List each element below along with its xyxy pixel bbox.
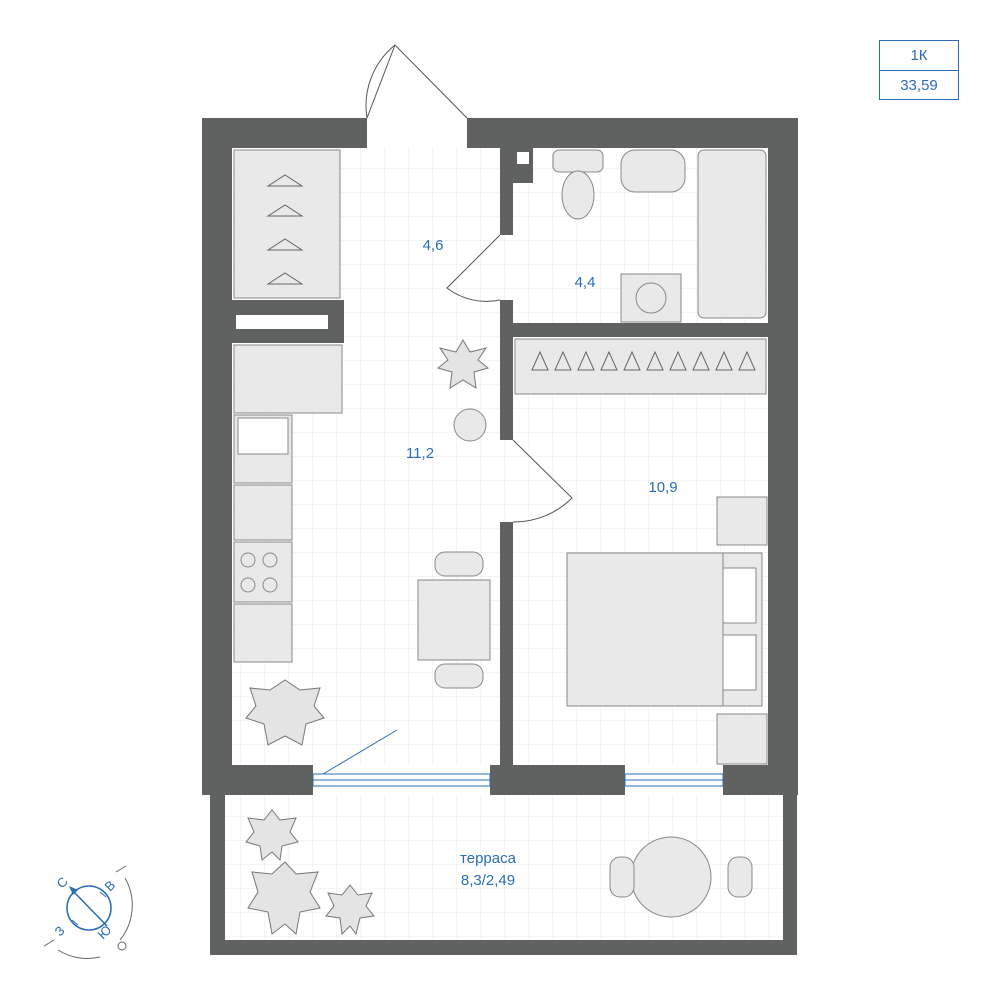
compass-west: З (52, 923, 68, 939)
bathtub (697, 149, 767, 319)
terrace-label: терраса (460, 850, 517, 867)
apartment-badge: 1К 33,59 (879, 40, 959, 100)
bedroom-area: 10,9 (648, 479, 677, 496)
apartment-area: 33,59 (900, 77, 938, 94)
plant-pot (453, 408, 487, 442)
nightstand (716, 713, 768, 765)
bathroom-area: 4,4 (575, 274, 596, 291)
compass-icon: С В Ю З (43, 865, 133, 959)
hanger-icons (266, 174, 756, 371)
washbasin (620, 149, 686, 193)
wardrobe (233, 149, 341, 299)
kitchen-living-area: 11,2 (406, 445, 434, 462)
compass-north: С (54, 874, 71, 891)
bedroom-wardrobe (514, 338, 767, 395)
desk (716, 496, 768, 546)
walls (202, 118, 798, 955)
compass-south: Ю (95, 922, 115, 942)
hall-area: 4,6 (423, 237, 444, 254)
terrace-table (630, 836, 712, 918)
plant-icons (245, 339, 490, 936)
fridge (233, 603, 293, 663)
windows (312, 773, 724, 787)
dining-table (417, 579, 491, 661)
apartment-type: 1К (880, 41, 958, 71)
stove (233, 541, 293, 603)
terrace-area: 8,3/2,49 (461, 872, 515, 889)
doors (312, 44, 573, 781)
toilet (552, 149, 604, 173)
